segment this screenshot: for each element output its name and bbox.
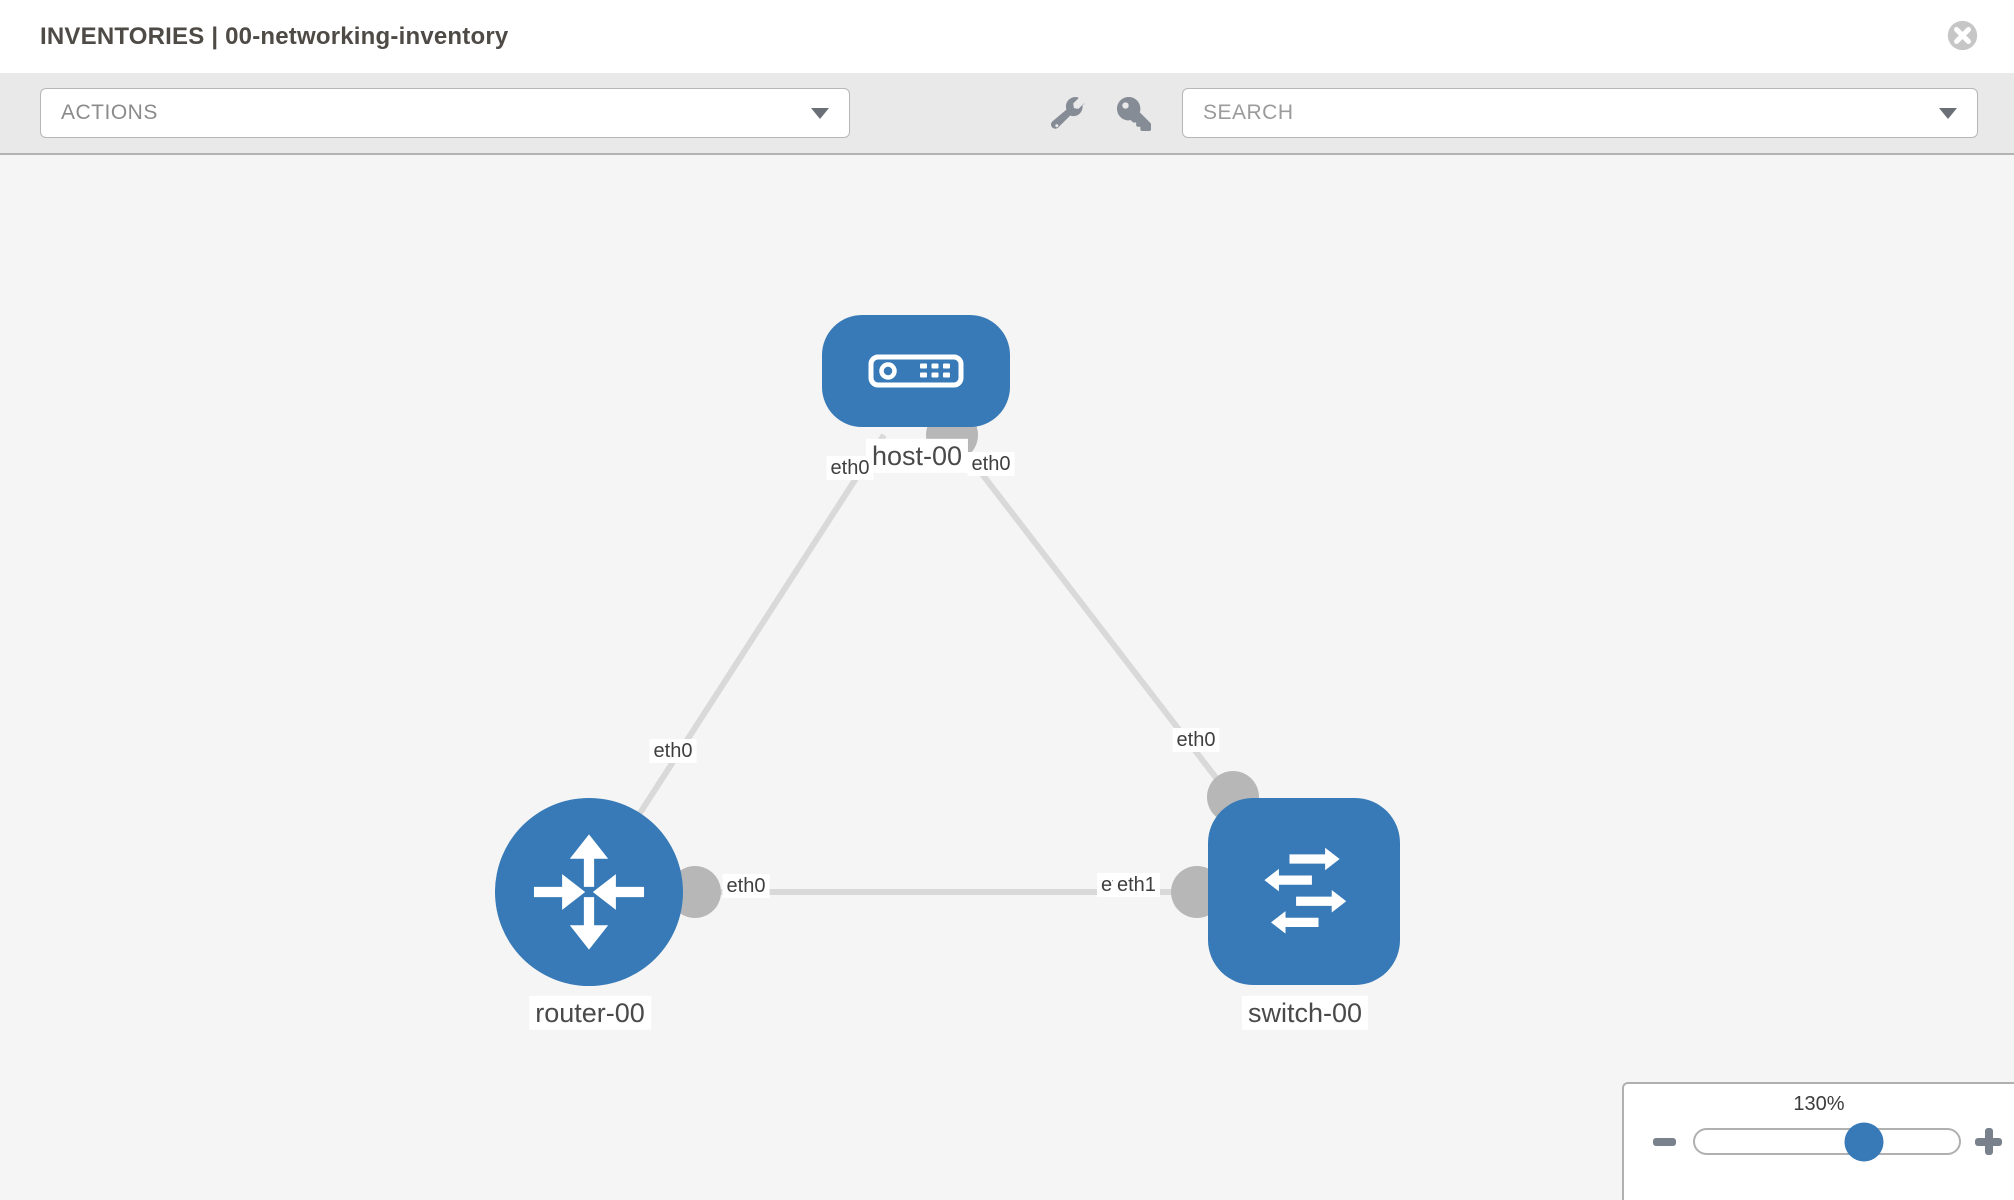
search-dropdown[interactable] — [1182, 88, 1978, 138]
caret-down-icon — [1939, 107, 1957, 119]
search-input[interactable] — [1203, 101, 1939, 125]
interface-label-host-eth0-left: eth0 — [826, 456, 874, 480]
topology-links-layer — [586, 409, 1307, 918]
router-icon — [533, 834, 645, 950]
actions-dropdown[interactable]: ACTIONS — [40, 88, 850, 138]
topology-toolbar: ACTIONS — [0, 73, 2014, 155]
node-host-00[interactable] — [822, 315, 1010, 427]
node-label-switch: switch-00 — [1241, 995, 1369, 1031]
interface-label-router-eth0: eth0 — [722, 874, 770, 898]
switch-icon — [1264, 847, 1347, 934]
zoom-control-panel: 130% — [1622, 1082, 2014, 1200]
interface-label-host-eth0-right: eth0 — [967, 452, 1015, 476]
wrench-icon[interactable] — [1051, 97, 1085, 131]
interface-label-switch-eth0-top: eth0 — [1172, 728, 1220, 752]
interface-label-switch-eth1: eth1 — [1113, 873, 1160, 897]
caret-down-icon — [811, 107, 829, 119]
zoom-out-button[interactable] — [1653, 1137, 1676, 1146]
node-switch-00[interactable] — [1208, 798, 1400, 985]
host-icon — [868, 354, 964, 388]
node-router-00[interactable] — [495, 798, 683, 986]
window-header: INVENTORIES | 00-networking-inventory — [0, 0, 2014, 73]
node-label-host: host-00 — [865, 438, 969, 474]
actions-dropdown-value: ACTIONS — [61, 101, 158, 124]
node-label-router: router-00 — [529, 995, 651, 1031]
topology-canvas[interactable]: host-00 router-00 switch-00 eth0 eth0 et… — [0, 155, 2014, 1200]
page-title: INVENTORIES | 00-networking-inventory — [40, 22, 509, 50]
zoom-slider-track[interactable] — [1693, 1122, 1961, 1161]
zoom-slider-thumb[interactable] — [1844, 1122, 1884, 1161]
zoom-in-button[interactable] — [1975, 1128, 2002, 1155]
key-icon[interactable] — [1117, 97, 1151, 131]
zoom-level-value: 130% — [1793, 1093, 1845, 1115]
interface-label-router-eth0-top: eth0 — [649, 739, 697, 763]
close-icon[interactable] — [1946, 19, 1979, 52]
zoom-slider-row — [1624, 1122, 2014, 1161]
